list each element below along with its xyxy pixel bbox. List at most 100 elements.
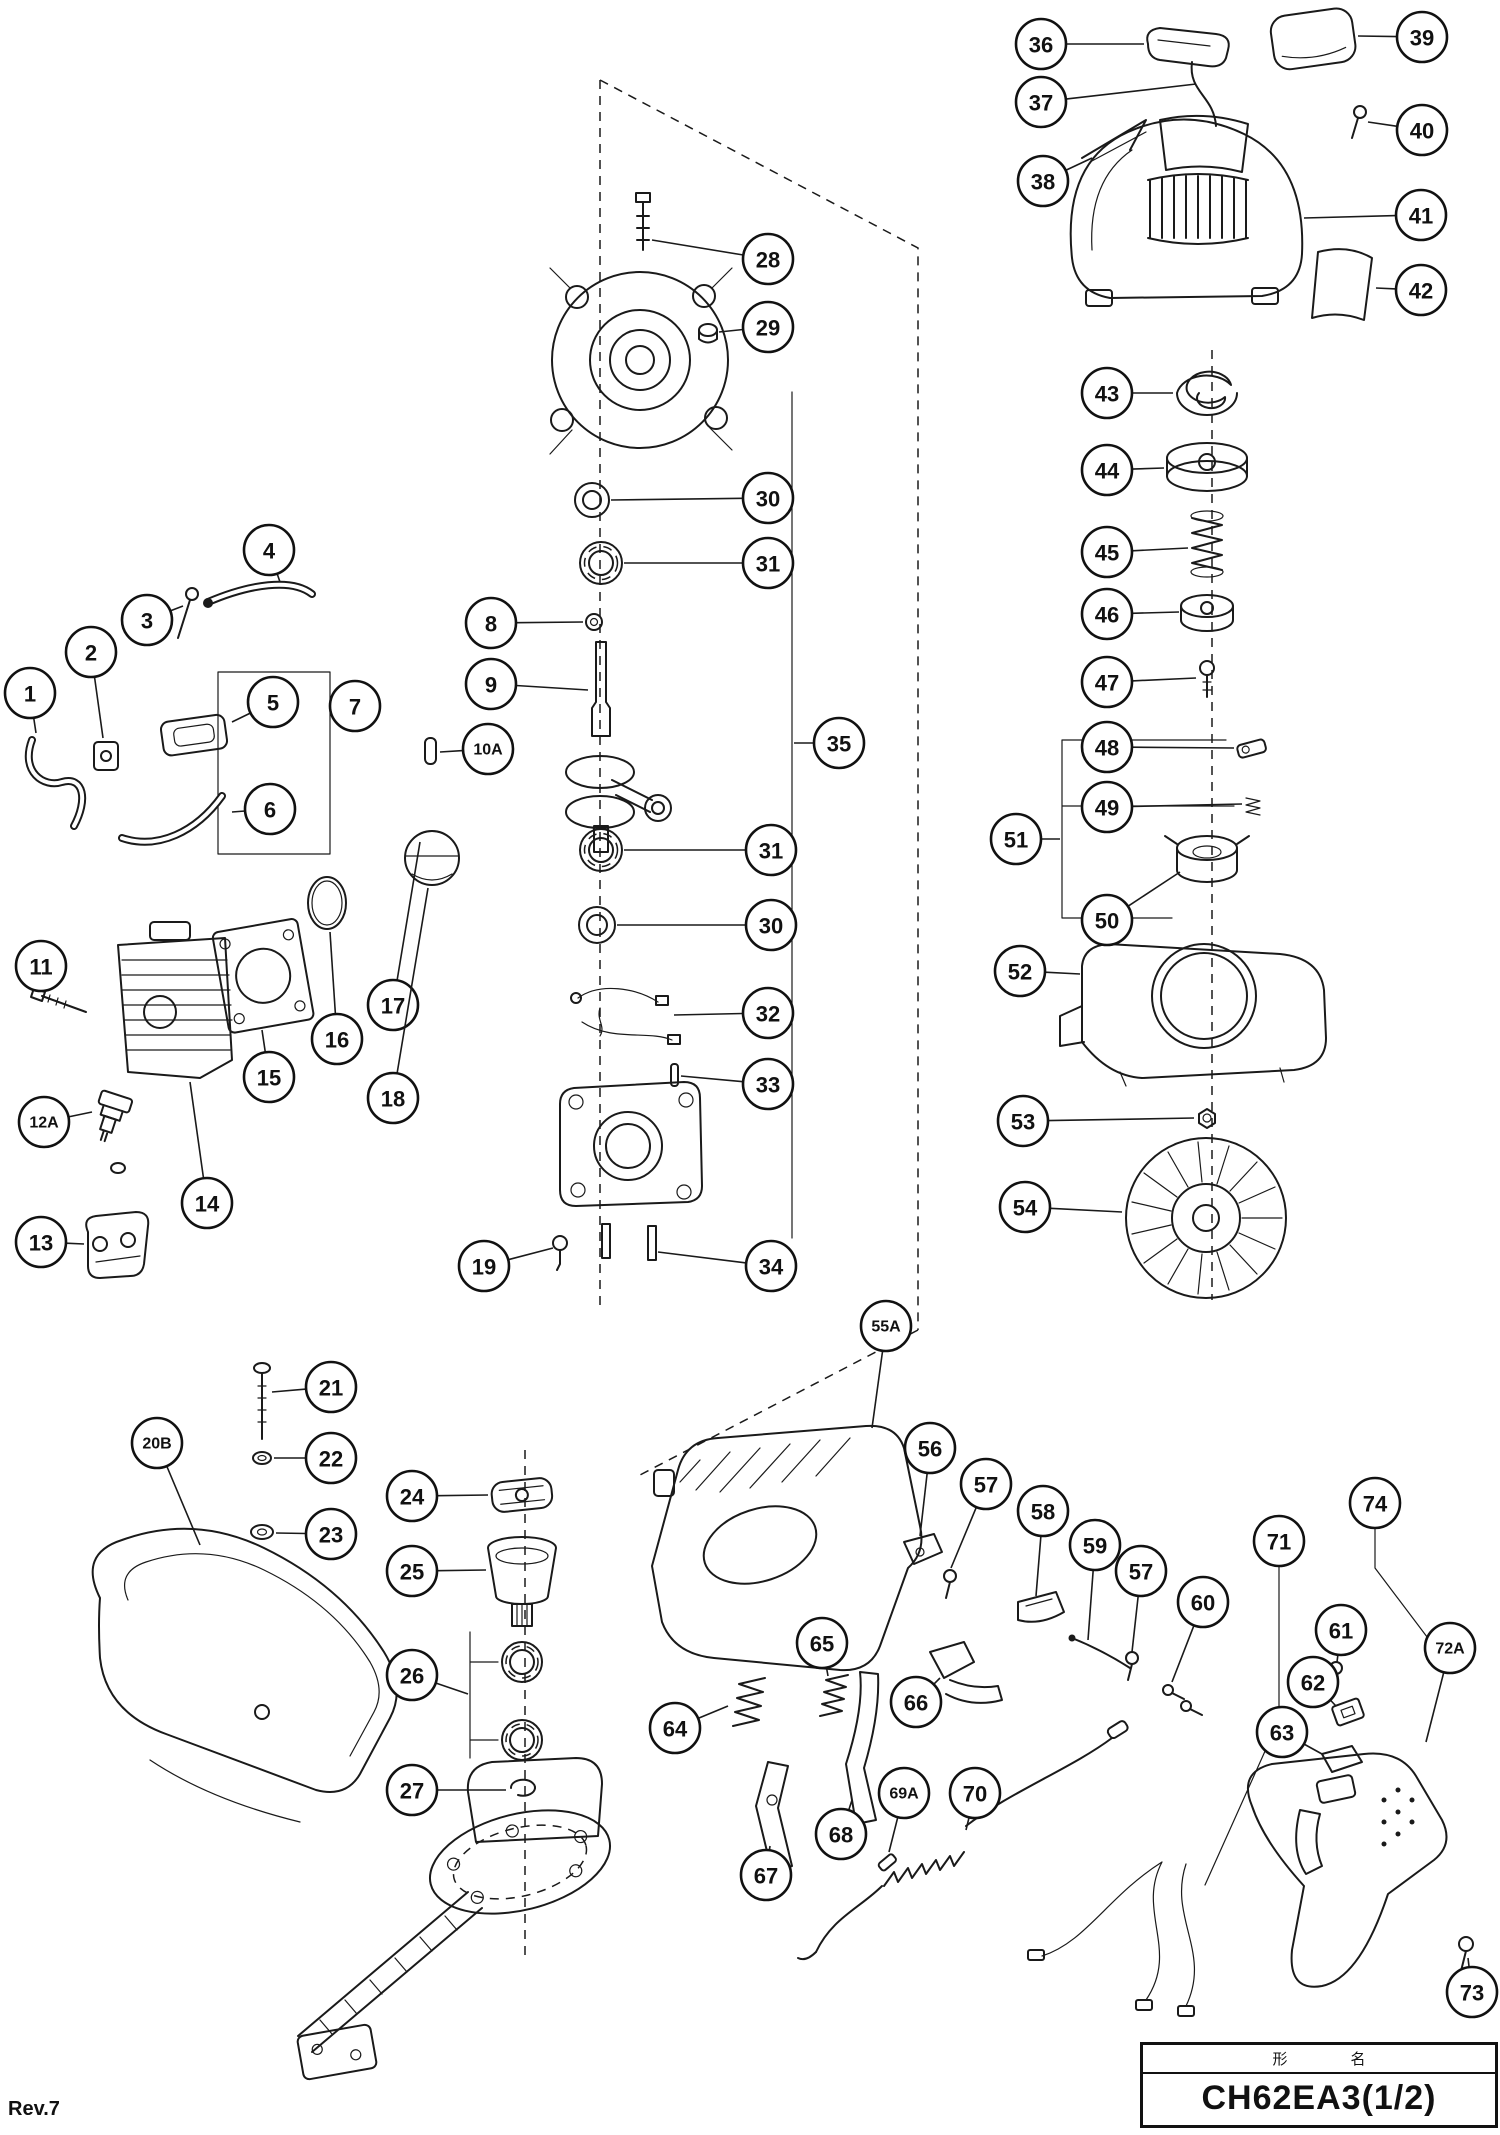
flywheel-54-art — [1125, 1137, 1287, 1299]
svg-text:44: 44 — [1095, 459, 1120, 484]
callout-34: 34 — [657, 1239, 798, 1293]
washer-8-art — [585, 613, 603, 631]
svg-text:1: 1 — [24, 682, 36, 707]
svg-text:65: 65 — [810, 1632, 834, 1657]
pin-33-art — [670, 1063, 679, 1087]
callout-21: 21 — [271, 1360, 358, 1414]
ratchet-drum-46-art — [1180, 594, 1234, 632]
callout-14: 14 — [180, 1081, 234, 1230]
svg-text:40: 40 — [1410, 119, 1434, 144]
callout-47: 47 — [1080, 655, 1197, 709]
screw-19-art — [552, 1235, 568, 1271]
svg-text:23: 23 — [319, 1523, 343, 1548]
model-number: CH62EA3(1/2) — [1201, 2079, 1437, 2117]
fuel-hose-1-art — [24, 736, 86, 830]
screw-40-art — [1351, 105, 1367, 139]
svg-text:30: 30 — [759, 914, 783, 939]
callout-64: 64 — [648, 1701, 729, 1755]
svg-text:58: 58 — [1031, 1500, 1055, 1525]
svg-text:72A: 72A — [1435, 1641, 1465, 1658]
svg-text:13: 13 — [29, 1231, 53, 1256]
svg-text:21: 21 — [319, 1376, 343, 1401]
svg-text:3: 3 — [141, 609, 153, 634]
svg-text:63: 63 — [1270, 1721, 1294, 1746]
callout-55A: 55A — [859, 1299, 913, 1429]
rod-59-art — [1068, 1634, 1131, 1669]
piston-pin-10a-art — [424, 737, 437, 765]
svg-text:68: 68 — [829, 1823, 853, 1848]
callout-35: 35 — [794, 716, 866, 770]
callout-42: 42 — [1375, 263, 1448, 317]
svg-text:50: 50 — [1095, 909, 1119, 934]
screw-21-art — [253, 1362, 271, 1440]
svg-text:32: 32 — [756, 1002, 780, 1027]
callout-11: 11 — [14, 939, 68, 993]
callout-63: 63 — [1255, 1705, 1323, 1759]
svg-text:57: 57 — [974, 1473, 998, 1498]
callout-40: 40 — [1367, 103, 1449, 157]
screw-47-art — [1199, 660, 1215, 698]
bearing-31-lower-art — [579, 828, 623, 872]
callout-59: 59 — [1068, 1518, 1122, 1641]
svg-text:7: 7 — [349, 695, 361, 720]
callout-50: 50 — [1080, 871, 1181, 947]
callout-15: 15 — [242, 1029, 296, 1104]
o-ring-16-art — [307, 876, 347, 930]
crankcase-34-art — [559, 1081, 703, 1261]
svg-text:47: 47 — [1095, 671, 1119, 696]
callout-74: 74 — [1348, 1476, 1402, 1530]
svg-text:70: 70 — [963, 1782, 987, 1807]
lever-68-art — [845, 1671, 880, 1825]
callout-12A: 12A — [17, 1095, 93, 1149]
callout-66: 66 — [889, 1675, 943, 1729]
crankshaft-art — [565, 641, 672, 853]
svg-text:61: 61 — [1329, 1619, 1353, 1644]
callout-45: 45 — [1080, 525, 1189, 579]
lead-wires-71-art — [1027, 1861, 1195, 2017]
plug-washer-art — [110, 1162, 126, 1174]
engine-mount-13-art — [85, 1211, 150, 1279]
callout-36: 36 — [1014, 17, 1144, 71]
nut-53-art — [1198, 1108, 1216, 1129]
svg-text:16: 16 — [325, 1028, 349, 1053]
spark-plug-12a-art — [97, 1089, 133, 1143]
callout-1: 1 — [3, 666, 57, 734]
svg-text:69A: 69A — [889, 1786, 919, 1803]
callout-29: 29 — [718, 300, 795, 354]
callout-layer: 12345678910A1112A1314151617181920B212223… — [3, 10, 1499, 2019]
svg-text:34: 34 — [759, 1255, 784, 1280]
callout-17: 17 — [366, 841, 421, 1032]
svg-text:36: 36 — [1029, 33, 1053, 58]
svg-text:74: 74 — [1363, 1492, 1388, 1517]
pawl-48-art — [1236, 738, 1267, 759]
callout-46: 46 — [1080, 587, 1180, 641]
callout-65: 65 — [795, 1616, 849, 1677]
rear-handle-72a-art — [1247, 1752, 1448, 1988]
svg-text:37: 37 — [1029, 91, 1053, 116]
clutch-drum-25-art — [487, 1536, 557, 1627]
callout-5: 5 — [231, 675, 300, 729]
svg-text:42: 42 — [1409, 279, 1433, 304]
svg-text:59: 59 — [1083, 1534, 1107, 1559]
revision-label: Rev.7 — [8, 2098, 60, 2120]
washer-23-art — [250, 1524, 274, 1540]
callout-18: 18 — [366, 887, 429, 1125]
callout-30: 30 — [617, 898, 798, 952]
svg-text:55A: 55A — [871, 1319, 901, 1336]
callout-23: 23 — [275, 1507, 358, 1561]
svg-text:71: 71 — [1267, 1530, 1291, 1555]
svg-text:24: 24 — [400, 1485, 425, 1510]
svg-text:60: 60 — [1191, 1591, 1215, 1616]
screw-57a-art — [943, 1569, 957, 1599]
callout-51: 51 — [989, 812, 1060, 866]
callout-52: 52 — [993, 944, 1081, 998]
svg-text:62: 62 — [1301, 1671, 1325, 1696]
callout-62: 62 — [1286, 1655, 1340, 1709]
callout-57: 57 — [950, 1457, 1013, 1569]
svg-text:9: 9 — [485, 673, 497, 698]
title-block-field-label: 形 名 — [1143, 2045, 1495, 2074]
callout-71: 71 — [1252, 1514, 1306, 1568]
callout-26: 26 — [385, 1648, 469, 1702]
callout-10A: 10A — [439, 722, 515, 776]
